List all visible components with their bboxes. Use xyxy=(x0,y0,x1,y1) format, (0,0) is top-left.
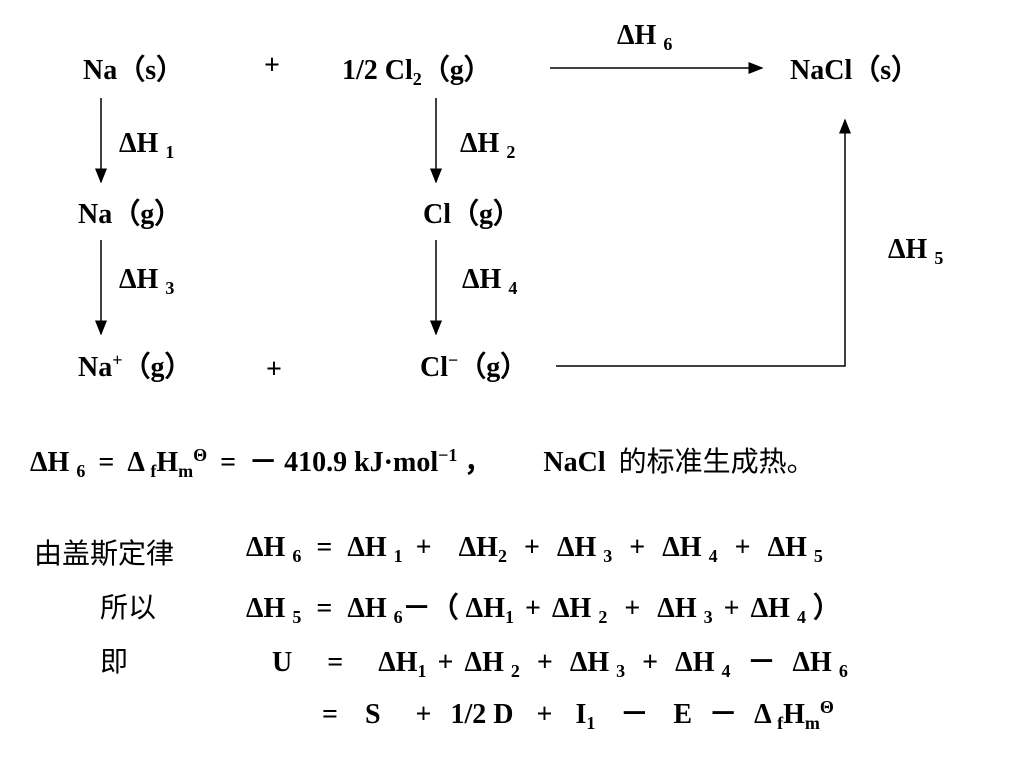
plus-bottom: + xyxy=(266,354,282,385)
species-nacl-solid: NaCl（s） xyxy=(790,55,920,86)
species-na-gas: Na（g） xyxy=(78,199,183,230)
hess-law-equation: ΔH 6 = ΔH 1 + ΔH2 + ΔH 3 + ΔH 4 + ΔH 5 xyxy=(246,532,823,566)
namely-label: 即 xyxy=(100,645,129,678)
arrow-dh5 xyxy=(556,118,851,367)
species-cl-gas: Cl（g） xyxy=(423,199,522,230)
plus-top: + xyxy=(264,50,280,81)
species-na-ion: Na+（g） xyxy=(78,350,193,383)
so-equation: ΔH 5 = ΔH 6－（ ΔH1 + ΔH 2 + ΔH 3 + ΔH 4 ） xyxy=(246,593,841,627)
label-dh6: ΔH 6 xyxy=(617,20,673,54)
formation-heat-equation: ΔH 6 = Δ fHmΘ = － 410.9 kJ·mol−1 ， NaCl … xyxy=(30,445,815,481)
label-dh1: ΔH 1 xyxy=(119,128,175,162)
hess-law-label: 由盖斯定律 xyxy=(34,537,175,570)
label-dh2: ΔH 2 xyxy=(460,128,516,162)
species-cl-ion: Cl−（g） xyxy=(420,350,529,383)
species-na-solid: Na（s） xyxy=(83,55,185,86)
born-haber-expression: = S + 1/2 D + I1 － E － Δ fHmΘ xyxy=(322,697,834,733)
species-half-cl2-gas: 1/2 Cl2（g） xyxy=(342,55,492,89)
label-dh5: ΔH 5 xyxy=(888,234,944,268)
lattice-energy-equation: U = ΔH1 + ΔH 2 + ΔH 3 + ΔH 4 － ΔH 6 xyxy=(272,647,848,681)
so-label: 所以 xyxy=(100,591,157,624)
label-dh3: ΔH 3 xyxy=(119,264,175,298)
label-dh4: ΔH 4 xyxy=(462,264,518,298)
